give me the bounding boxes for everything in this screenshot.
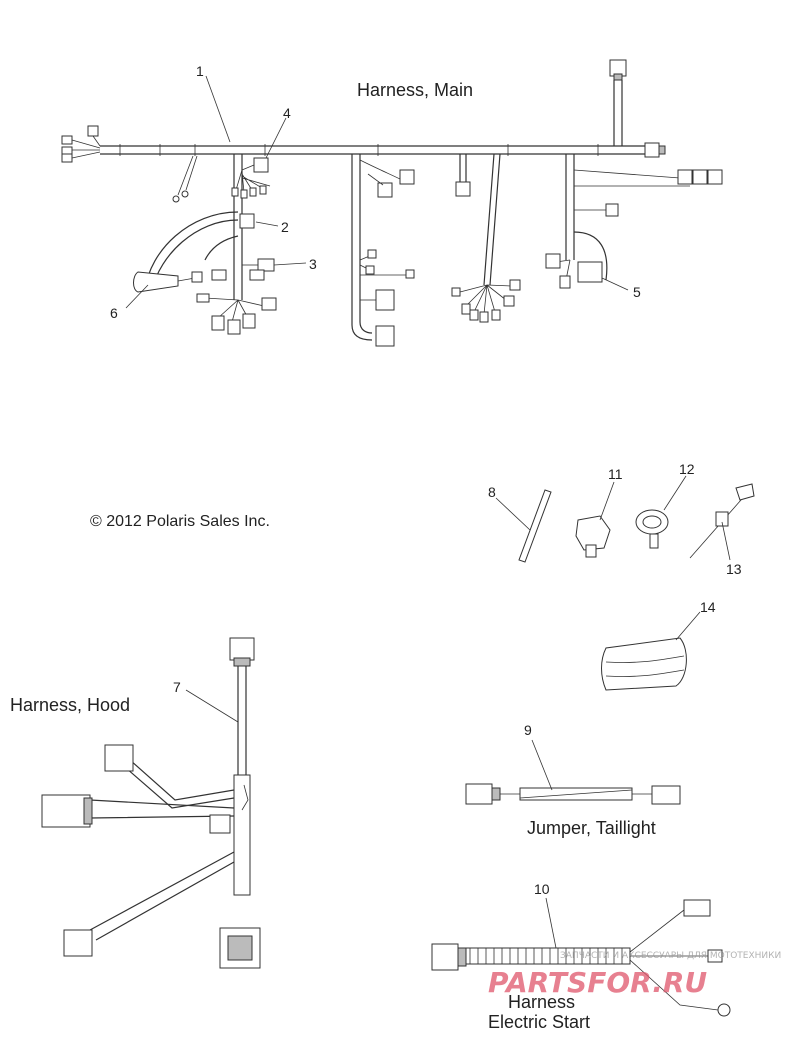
- small-parts: [518, 483, 755, 691]
- callout-6: 6: [110, 305, 118, 321]
- taillight-jumper: [465, 783, 681, 805]
- callout-10: 10: [534, 881, 550, 897]
- callout-9: 9: [524, 722, 532, 738]
- callout-1: 1: [196, 63, 204, 79]
- callout-2: 2: [281, 219, 289, 235]
- title-harness-main: Harness, Main: [357, 80, 473, 100]
- title-jumper-taillight: Jumper, Taillight: [527, 818, 656, 838]
- callout-4: 4: [283, 105, 291, 121]
- hood-harness: [41, 637, 261, 969]
- copyright-notice: © 2012 Polaris Sales Inc.: [90, 513, 270, 530]
- callout-14: 14: [700, 599, 716, 615]
- main-harness: [61, 59, 723, 347]
- title-harness-estart-line1: Harness: [508, 992, 575, 1012]
- title-harness-hood: Harness, Hood: [10, 695, 130, 715]
- watermark-tagline: ЗАПЧАСТИ И АКСЕССУАРЫ ДЛЯ МОТОТЕХНИКИ: [560, 951, 781, 961]
- watermark: PARTSFOR.RU ЗАПЧАСТИ И АКСЕССУАРЫ ДЛЯ МО…: [488, 951, 781, 999]
- electric-start-harness: [431, 899, 731, 1017]
- callout-7: 7: [173, 679, 181, 695]
- callout-12: 12: [679, 461, 695, 477]
- watermark-logo: PARTSFOR.RU: [488, 966, 707, 999]
- callout-3: 3: [309, 256, 317, 272]
- title-harness-estart-line2: Electric Start: [488, 1012, 590, 1032]
- callout-13: 13: [726, 561, 742, 577]
- leader-lines: [125, 75, 731, 949]
- callout-5: 5: [633, 284, 641, 300]
- callout-11: 11: [608, 466, 623, 482]
- callout-8: 8: [488, 484, 496, 500]
